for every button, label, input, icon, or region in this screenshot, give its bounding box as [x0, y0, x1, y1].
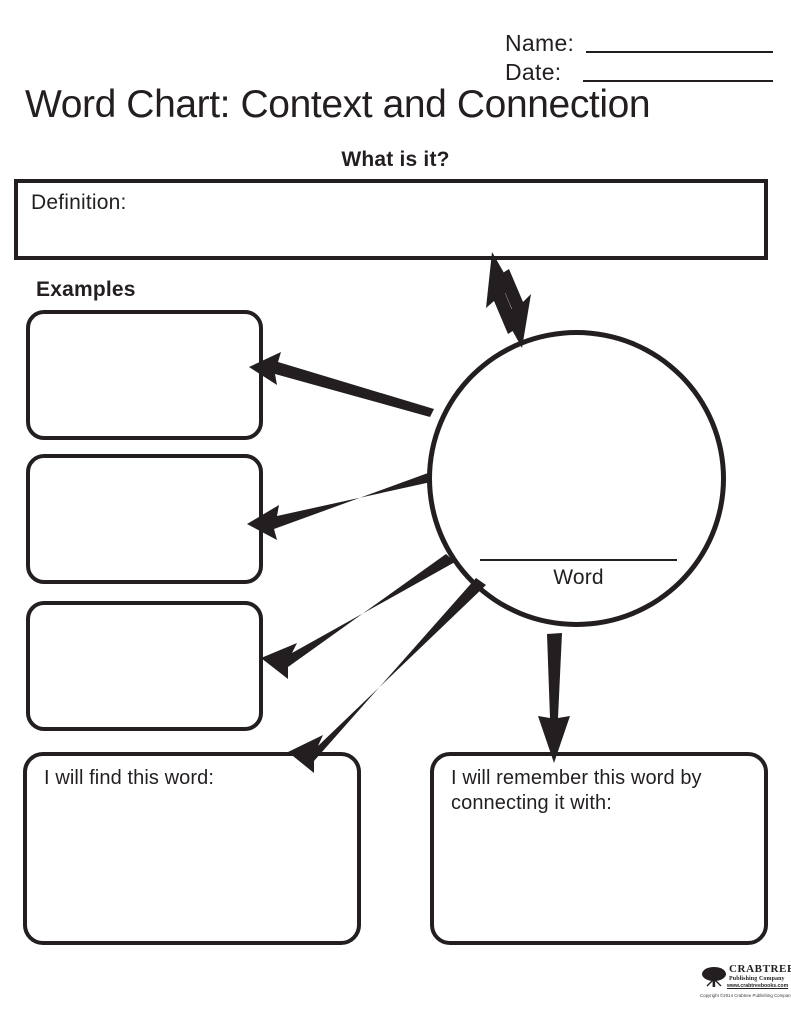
logo-copyright: Copyright ©2014 Crabtree Publishing Comp… [700, 993, 791, 998]
logo-subtitle: Publishing Company [729, 976, 785, 982]
page-title: Word Chart: Context and Connection [25, 83, 651, 126]
date-input-line[interactable] [583, 80, 773, 82]
example-box-1[interactable] [26, 310, 263, 440]
arrow-to-remember-box-icon [538, 633, 570, 763]
publisher-logo: CRABTREE Publishing Company www.crabtree… [697, 963, 791, 1015]
arrow-to-example-1-icon [249, 352, 434, 417]
definition-label: Definition: [31, 191, 127, 214]
date-label: Date: [505, 59, 562, 85]
find-word-box[interactable]: I will find this word: [23, 752, 361, 945]
example-box-2[interactable] [26, 454, 263, 584]
word-label: Word [553, 566, 604, 589]
double-headed-arrow-icon [486, 252, 531, 348]
arrow-to-example-3-icon [261, 554, 455, 679]
logo-brand: CRABTREE [729, 963, 791, 975]
arrow-to-example-2-icon [247, 473, 431, 540]
name-label: Name: [505, 30, 575, 56]
what-is-it-heading: What is it? [341, 148, 450, 171]
examples-label: Examples [36, 278, 136, 301]
header-fields: Name: Date: [505, 28, 773, 86]
date-field-row: Date: [505, 57, 773, 86]
name-field-row: Name: [505, 28, 773, 57]
word-input-line[interactable] [480, 559, 677, 561]
remember-word-label: I will remember this word by connecting … [451, 767, 702, 814]
logo-url[interactable]: www.crabtreebooks.com [727, 983, 789, 989]
find-word-label: I will find this word: [44, 767, 215, 789]
arrow-to-find-box-icon [288, 578, 486, 773]
name-input-line[interactable] [586, 51, 773, 53]
definition-box[interactable]: Definition: [14, 179, 768, 260]
example-box-3[interactable] [26, 601, 263, 731]
tree-icon [702, 967, 726, 987]
remember-word-box[interactable]: I will remember this word by connecting … [430, 752, 768, 945]
